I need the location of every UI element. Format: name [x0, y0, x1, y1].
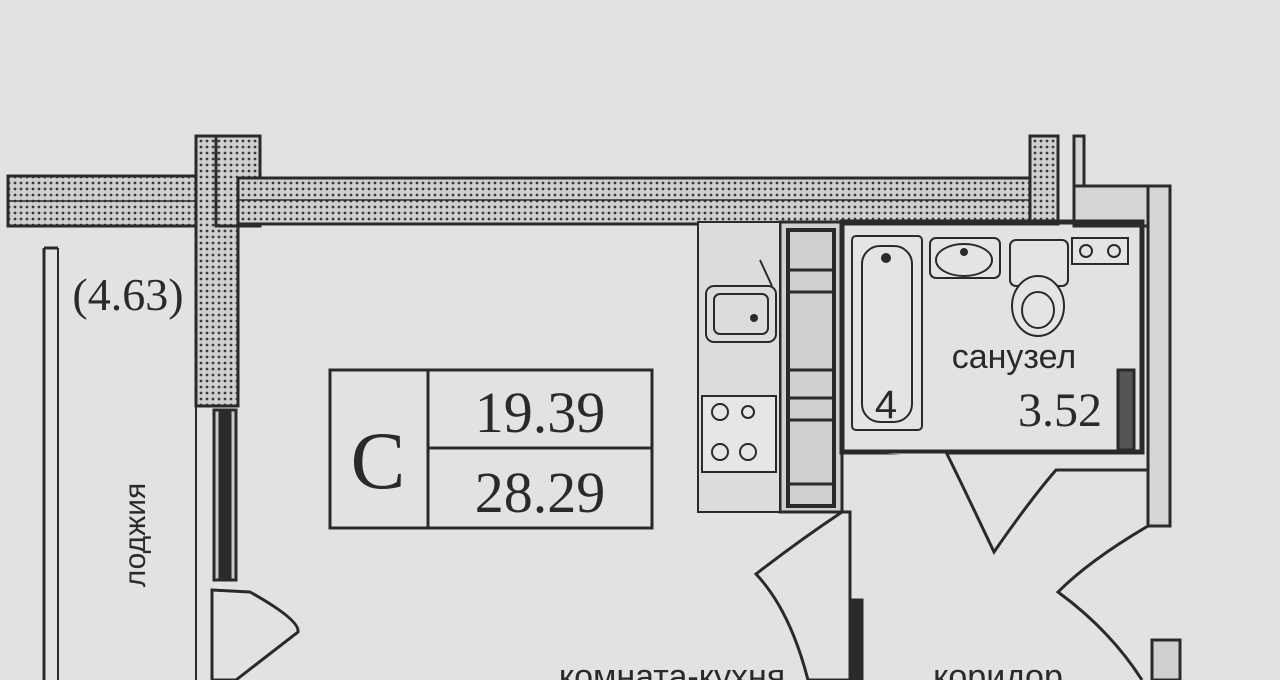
corridor-name: коридор [933, 658, 1063, 680]
kitchen-counter [697, 221, 781, 513]
washbasin-icon [929, 237, 1001, 279]
bathroom-name: санузел [952, 338, 1077, 376]
wall-top-main [236, 176, 1060, 226]
water-heater-icon [1071, 237, 1129, 265]
apartment-type-letter: C [351, 415, 406, 506]
wall-top-right-column [1028, 134, 1060, 226]
loggia-name: лоджия [119, 483, 152, 587]
apartment-label-box [328, 368, 654, 530]
wall-right-vertical [1146, 184, 1172, 528]
main-room-name: комната-кухня [559, 658, 785, 680]
bath-marker: 4 [875, 383, 897, 427]
loggia [42, 226, 197, 680]
exterior-walls [6, 134, 1172, 528]
bathroom-fixtures [851, 235, 1129, 431]
door-swings [210, 450, 1149, 680]
loggia-area-value: (4.63) [72, 269, 183, 320]
interior-walls [212, 219, 1182, 680]
stove [701, 395, 777, 473]
total-area-value: 28.29 [475, 460, 606, 525]
living-area-value: 19.39 [475, 380, 606, 445]
bathroom-area-value: 3.52 [1018, 384, 1102, 437]
bathtub-icon [851, 235, 923, 431]
toilet-icon [1009, 239, 1069, 337]
